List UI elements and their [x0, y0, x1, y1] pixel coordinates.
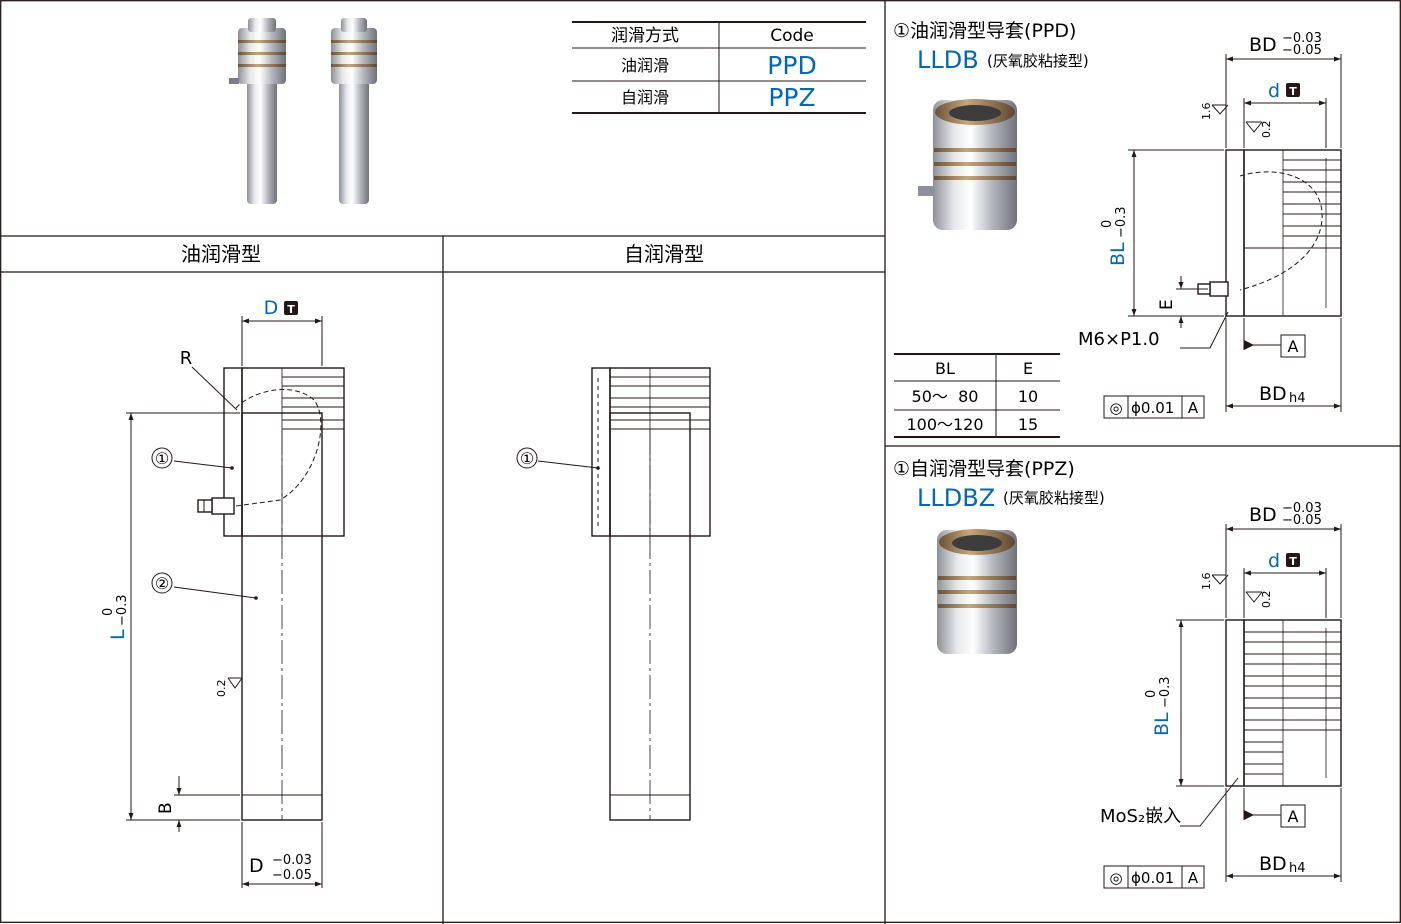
guide-post-photo-self — [331, 18, 377, 204]
ppz-dim-bd-bottom: BD — [1259, 853, 1287, 875]
t-mark-letter: T — [1289, 85, 1297, 98]
ppz-bushing-drawing — [1103, 524, 1342, 889]
callout-circle-1 — [516, 447, 538, 469]
ppz-part-code: LLDBZ — [917, 484, 995, 512]
ppz-dim-bl: BL — [1151, 712, 1173, 736]
self-guide-post-drawing — [537, 367, 711, 821]
oil-roughness: 0.2 — [215, 680, 228, 698]
ppz-tol-bl-lower: −0.3 — [1158, 676, 1173, 708]
oil-tol-d-lower: −0.05 — [272, 868, 312, 883]
t-mark-letter: T — [1289, 555, 1297, 568]
ppd-tol-bl-upper: 0 — [1100, 220, 1115, 228]
guide-post-photo-oil — [229, 18, 286, 204]
ppz-bushing-photo — [937, 529, 1017, 654]
ppd-part-code: LLDB — [917, 46, 979, 74]
ppz-tol-bd-lower: −0.05 — [1282, 513, 1322, 528]
ppz-roughness-outer: 1.6 — [1200, 573, 1213, 591]
table-cell-code: PPD — [767, 51, 816, 80]
oil-tol-l-upper: 0 — [101, 608, 116, 616]
ppz-concentricity-value: ϕ0.01 — [1131, 869, 1174, 887]
ppd-datum: A — [1288, 337, 1299, 356]
oil-guide-post-drawing — [126, 316, 345, 888]
ppz-part-note: (厌氧胶粘接型) — [1003, 489, 1105, 507]
be-cell-e: 10 — [1018, 387, 1038, 406]
ppd-part-note: (厌氧胶粘接型) — [987, 52, 1089, 70]
t-mark-icon — [284, 301, 298, 315]
callout-1: ① — [520, 449, 534, 468]
ppd-concentricity-datum: A — [1188, 399, 1199, 417]
ppd-roughness-outer: 1.6 — [1200, 103, 1213, 121]
t-mark-icon — [1286, 83, 1300, 97]
ppd-dim-bl-group: BL 0 −0.3 — [1100, 206, 1129, 266]
oil-label-r: R — [180, 348, 193, 369]
ppd-roughness-inner: 0.2 — [1260, 121, 1273, 139]
oil-dim-d-bottom: D — [249, 855, 264, 877]
ppz-tol-bl-upper: 0 — [1144, 690, 1159, 698]
ppz-insert-label: MoS₂嵌入 — [1100, 806, 1181, 827]
ppz-concentricity-symbol: ◎ — [1109, 869, 1122, 887]
ppd-thread: M6×P1.0 — [1078, 329, 1160, 350]
ppz-concentricity-datum: A — [1188, 869, 1199, 887]
ppd-dim-bd-top: BD — [1249, 34, 1277, 56]
table-cell-code: PPZ — [768, 83, 815, 112]
oil-tol-d-upper: −0.03 — [272, 853, 312, 868]
lubrication-table: 润滑方式 Code 油润滑 PPD 自润滑 PPZ — [572, 21, 866, 114]
t-mark-icon — [1286, 553, 1300, 567]
ppd-dim-e: E — [1157, 299, 1177, 310]
ppd-tol-bl-lower: −0.3 — [1114, 206, 1129, 238]
ppd-tol-bd-upper: −0.03 — [1282, 31, 1322, 46]
ppz-dim-d: d — [1268, 550, 1280, 572]
table-cell-method: 油润滑 — [621, 56, 669, 75]
table-header-method: 润滑方式 — [611, 26, 679, 46]
be-header-e: E — [1023, 359, 1033, 378]
datum-a-box — [1280, 334, 1306, 358]
ppz-tol-bd-bottom: h4 — [1289, 861, 1306, 876]
oil-dim-l-group: L 0 −0.3 — [101, 594, 130, 640]
ppz-datum: A — [1288, 807, 1299, 826]
callout-2: ② — [155, 574, 169, 593]
oil-dim-d-label: D — [264, 297, 279, 319]
ppd-title: ①油润滑型导套(PPD) — [893, 20, 1076, 42]
ppd-dim-d: d — [1268, 80, 1280, 102]
ppd-tol-bd-lower: −0.05 — [1282, 43, 1322, 58]
ppd-concentricity-value: ϕ0.01 — [1131, 399, 1174, 417]
table-header-code: Code — [770, 26, 814, 46]
be-table: BL E 50～ 80 10 100～120 15 — [894, 353, 1060, 438]
oil-dim-b-label: B — [156, 802, 176, 814]
callout-circle-2 — [151, 572, 173, 594]
ppd-tol-bd-bottom: h4 — [1289, 391, 1306, 406]
ppd-bushing-photo — [918, 99, 1017, 230]
ppz-roughness-inner: 0.2 — [1260, 591, 1273, 609]
callout-1: ① — [155, 449, 169, 468]
table-cell-method: 自润滑 — [621, 88, 669, 107]
callout-circle-1 — [151, 447, 173, 469]
ppz-dim-bd-top: BD — [1249, 504, 1277, 526]
ppd-concentricity-symbol: ◎ — [1109, 399, 1122, 417]
ppz-dim-bl-group: BL 0 −0.3 — [1144, 676, 1173, 736]
ppz-tol-bd-upper: −0.03 — [1282, 501, 1322, 516]
t-mark-letter: T — [287, 303, 295, 316]
be-cell-bl: 50～ 80 — [912, 387, 979, 406]
ppd-bushing-drawing — [1103, 54, 1342, 419]
oil-tol-l-lower: −0.3 — [115, 594, 130, 626]
datum-a-box — [1280, 804, 1306, 828]
section-title-oil: 油润滑型 — [181, 242, 261, 266]
ppd-dim-bd-bottom: BD — [1259, 383, 1287, 405]
be-cell-bl: 100～120 — [906, 415, 983, 434]
oil-dim-l-label: L — [107, 629, 129, 640]
be-header-bl: BL — [935, 359, 955, 378]
be-cell-e: 15 — [1018, 415, 1038, 434]
ppz-title: ①自润滑型导套(PPZ) — [893, 458, 1075, 480]
ppd-dim-bl: BL — [1107, 242, 1129, 266]
section-title-self: 自润滑型 — [624, 242, 704, 266]
